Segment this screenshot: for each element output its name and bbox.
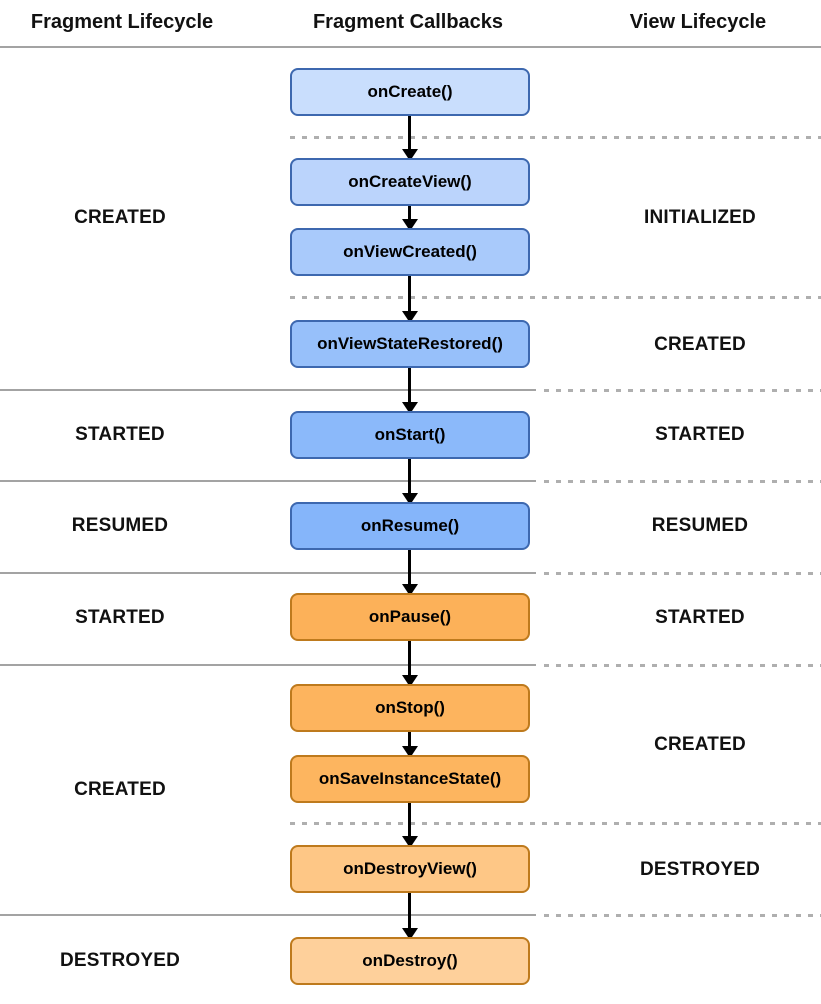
callback-box: onCreate()	[290, 68, 530, 116]
callback-box: onCreateView()	[290, 158, 530, 206]
callback-box: onStop()	[290, 684, 530, 732]
solid-divider-line	[0, 389, 536, 391]
dashed-divider-line	[544, 914, 821, 917]
arrow-line	[408, 366, 411, 403]
header-fragment-lifecycle: Fragment Lifecycle	[30, 11, 214, 33]
arrow-line	[408, 891, 411, 929]
arrow-line	[408, 274, 411, 312]
view-state-label: CREATED	[654, 734, 746, 755]
fragment-state-label: STARTED	[75, 424, 165, 445]
callback-box: onSaveInstanceState()	[290, 755, 530, 803]
callback-box: onDestroyView()	[290, 845, 530, 893]
dashed-divider-line	[544, 480, 821, 483]
dashed-divider-line	[290, 296, 821, 299]
callback-box: onResume()	[290, 502, 530, 550]
callback-box: onPause()	[290, 593, 530, 641]
dashed-divider-line	[290, 136, 821, 139]
view-state-label: STARTED	[655, 607, 745, 628]
header-view-lifecycle: View Lifecycle	[629, 11, 767, 33]
solid-divider-line	[0, 46, 821, 48]
view-state-label: INITIALIZED	[644, 207, 756, 228]
arrow-line	[408, 204, 411, 220]
fragment-state-label: DESTROYED	[59, 950, 181, 971]
view-state-label: STARTED	[655, 424, 745, 445]
solid-divider-line	[0, 480, 536, 482]
fragment-state-label: CREATED	[74, 779, 166, 800]
solid-divider-line	[0, 664, 536, 666]
arrow-line	[408, 639, 411, 676]
dashed-divider-line	[290, 822, 821, 825]
callback-box: onDestroy()	[290, 937, 530, 985]
arrow-line	[408, 457, 411, 494]
fragment-state-label: RESUMED	[71, 515, 169, 536]
solid-divider-line	[0, 572, 536, 574]
fragment-state-label: CREATED	[74, 207, 166, 228]
view-state-label: RESUMED	[651, 515, 749, 536]
callback-box: onViewCreated()	[290, 228, 530, 276]
dashed-divider-line	[544, 389, 821, 392]
header-fragment-callbacks: Fragment Callbacks	[312, 11, 504, 33]
view-state-label: DESTROYED	[639, 859, 761, 880]
view-state-label: CREATED	[654, 334, 746, 355]
callback-box: onViewStateRestored()	[290, 320, 530, 368]
callback-box: onStart()	[290, 411, 530, 459]
solid-divider-line	[0, 914, 536, 916]
arrow-line	[408, 801, 411, 837]
fragment-state-label: STARTED	[75, 607, 165, 628]
dashed-divider-line	[544, 572, 821, 575]
arrow-line	[408, 730, 411, 747]
dashed-divider-line	[544, 664, 821, 667]
arrow-line	[408, 548, 411, 585]
arrow-line	[408, 114, 411, 150]
